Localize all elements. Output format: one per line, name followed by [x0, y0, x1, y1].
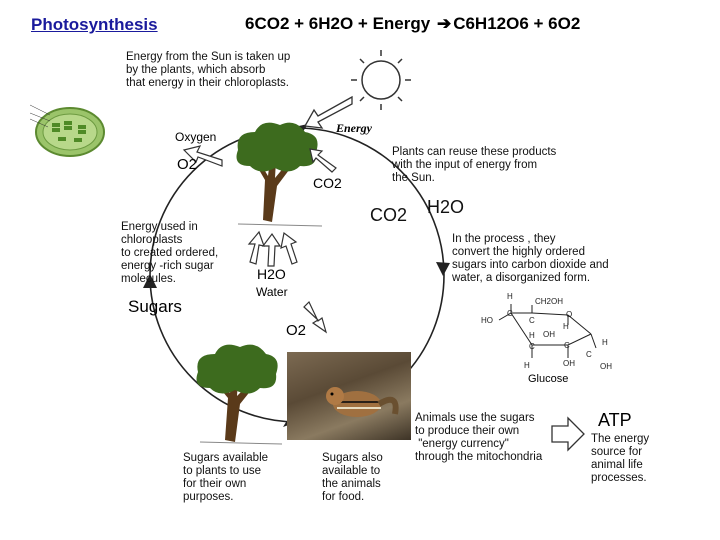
oxygen-label: Oxygen — [175, 130, 217, 144]
sun-energy-caption: Energy from the Sun is taken up by the p… — [126, 51, 290, 90]
caption-line: to plants to use — [183, 465, 261, 477]
co2-big-label: CO2 — [370, 205, 408, 225]
caption-line: for food. — [322, 491, 365, 503]
energy-used-caption: Energy used in chloroplasts to created o… — [121, 221, 218, 286]
caption-line: water, a disorganized form. — [452, 272, 591, 284]
caption-line: molecules. — [121, 273, 176, 285]
glucose-atom: C — [529, 342, 535, 351]
caption-line: available to — [322, 465, 381, 477]
o2-lower-arrow-icon — [303, 300, 328, 334]
glucose-atom: C — [564, 341, 570, 350]
caption-line: "energy currency" — [415, 438, 509, 450]
glucose-atom: HO — [481, 316, 493, 325]
equation-reactants: 6CO2 + 6H2O + Energy — [245, 14, 431, 33]
reuse-caption: Plants can reuse these products with the… — [392, 146, 556, 185]
tree-bottom-icon — [196, 344, 283, 445]
process-caption: In the process , they convert the highly… — [452, 233, 609, 285]
caption-line: Plants can reuse these products — [392, 146, 557, 158]
glucose-atom: H — [529, 331, 535, 340]
co2-arrow-icon — [309, 148, 337, 173]
energy-label: Energy — [336, 121, 372, 135]
caption-line: for their own — [183, 478, 247, 490]
chipmunk-photo — [287, 352, 411, 440]
glucose-structure-icon — [498, 304, 597, 358]
page-title[interactable]: Photosynthesis — [31, 15, 158, 34]
atp-caption: The energy source for animal life proces… — [591, 433, 649, 485]
animals-use-caption: Animals use the sugars to produce their … — [415, 412, 542, 464]
glucose-atom: H — [524, 361, 530, 370]
h2o-big-label: H2O — [427, 197, 465, 217]
caption-line: the Sun. — [392, 172, 435, 184]
caption-line: by the plants, which absorb — [126, 64, 266, 76]
cycle-arrowhead-right — [436, 262, 450, 276]
caption-line: chloroplasts — [121, 234, 183, 246]
sugars-plants-caption: Sugars available to plants to use for th… — [183, 452, 268, 504]
caption-line: with the input of energy from — [392, 159, 538, 171]
glucose-atom: H — [563, 322, 569, 331]
caption-line: Energy used in — [121, 221, 198, 233]
caption-line: animal life — [591, 459, 643, 471]
atp-arrow-icon — [551, 416, 585, 452]
glucose-atom: OH — [600, 362, 612, 371]
water-arrow-left-icon — [247, 230, 265, 265]
water-label: Water — [256, 285, 288, 299]
caption-line: that energy in their chloroplasts. — [126, 77, 290, 89]
glucose-atom: O — [566, 310, 573, 319]
atp-title: ATP — [598, 410, 632, 430]
caption-line: Sugars available — [183, 452, 269, 464]
o2-label: O2 — [177, 156, 198, 173]
co2-small-label: CO2 — [313, 175, 342, 191]
caption-line: In the process , they — [452, 233, 556, 245]
o2-lower-label: O2 — [286, 322, 307, 339]
cycle-arrowhead-left — [143, 274, 157, 288]
glucose-atom: H — [507, 292, 513, 301]
sugars-animals-caption: Sugars also available to the animals for… — [322, 452, 383, 504]
caption-line: Energy from the Sun is taken up — [126, 51, 291, 63]
caption-line: purposes. — [183, 491, 234, 503]
water-arrow-middle-icon — [261, 232, 282, 267]
energy-arrow-icon — [303, 95, 353, 129]
glucose-atom: C — [586, 350, 592, 359]
water-arrow-right-icon — [280, 231, 298, 265]
glucose-atom: OH — [563, 359, 575, 368]
chipmunk-icon — [326, 387, 399, 417]
glucose-atom: C — [507, 309, 513, 318]
equation-products: C6H12O6 + 6O2 — [453, 14, 581, 33]
glucose-atom: CH2OH — [535, 297, 564, 306]
caption-line: through the mitochondria — [415, 451, 543, 463]
caption-line: to created ordered, — [121, 247, 219, 259]
glucose-atom: H — [602, 338, 608, 347]
caption-line: the animals — [322, 478, 381, 490]
caption-line: processes. — [591, 472, 647, 484]
caption-line: energy -rich sugar — [121, 260, 214, 272]
caption-line: sugars into carbon dioxide and — [452, 259, 609, 271]
sugars-label: Sugars — [128, 297, 182, 316]
caption-line: The energy — [591, 433, 650, 445]
sun-icon — [351, 50, 411, 110]
glucose-atom: C — [529, 316, 535, 325]
caption-line: to produce their own — [415, 425, 520, 437]
arrow-icon: ➔ — [436, 14, 452, 33]
caption-line: source for — [591, 446, 643, 458]
oxygen-arrow-icon — [182, 145, 223, 167]
glucose-atom: OH — [543, 330, 555, 339]
glucose-label: Glucose — [528, 373, 569, 385]
caption-line: Sugars also — [322, 452, 383, 464]
h2o-small-label: H2O — [257, 266, 286, 282]
tree-top-icon — [236, 122, 323, 227]
chloroplast-diagram — [29, 104, 105, 157]
photosynthesis-equation: 6CO2 + 6H2O + Energy ➔C6H12O6 + 6O2 — [245, 14, 580, 34]
caption-line: convert the highly ordered — [452, 246, 585, 258]
caption-line: Animals use the sugars — [415, 412, 535, 424]
